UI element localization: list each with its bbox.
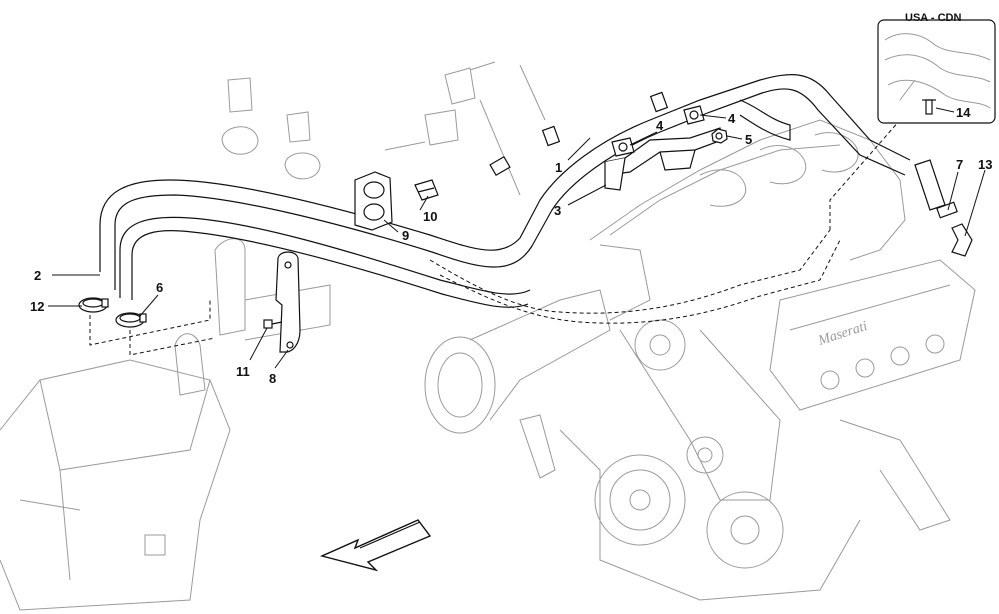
part-4-clips [611, 105, 705, 157]
svg-text:Maserati: Maserati [816, 319, 870, 349]
callout-10: 10 [423, 209, 437, 224]
engine-block-ghost: Maserati [424, 119, 976, 601]
part-12-hose-clamp [78, 297, 109, 313]
part-11-screw [263, 319, 283, 329]
part-7-fitting [914, 159, 958, 219]
callouts: 1 2 3 4 4 5 6 7 8 9 10 11 12 13 14 [30, 105, 992, 386]
callout-13: 13 [978, 157, 992, 172]
part-3-bracket [604, 127, 723, 191]
callout-11: 11 [236, 364, 250, 379]
part-10-clip [414, 179, 439, 201]
callout-1: 1 [555, 160, 562, 175]
leader-lines [48, 107, 986, 369]
callout-2: 2 [34, 268, 41, 283]
coolant-hose-assembly [99, 74, 911, 324]
callout-9: 9 [402, 228, 409, 243]
part-6-hose-clamp [115, 312, 147, 328]
callout-4a: 4 [656, 118, 664, 133]
part-13-elbow-fitting [951, 223, 973, 257]
callout-5: 5 [745, 132, 752, 147]
part-9-clamp [354, 171, 393, 231]
callout-7: 7 [956, 157, 963, 172]
part-8-mounting-bracket [275, 251, 301, 353]
callout-4b: 4 [728, 111, 736, 126]
front-direction-arrow [319, 519, 432, 572]
part-5-nut [711, 128, 728, 144]
ghost-clamps-upper [221, 61, 546, 196]
callout-14: 14 [956, 105, 971, 120]
callout-8: 8 [269, 371, 276, 386]
callout-3: 3 [554, 203, 561, 218]
callout-12: 12 [30, 299, 44, 314]
usa-cdn-inset: USA - CDN [877, 12, 996, 124]
assembly-dash-guides [89, 300, 216, 356]
callout-6: 6 [156, 280, 163, 295]
inset-label: USA - CDN [905, 12, 961, 24]
